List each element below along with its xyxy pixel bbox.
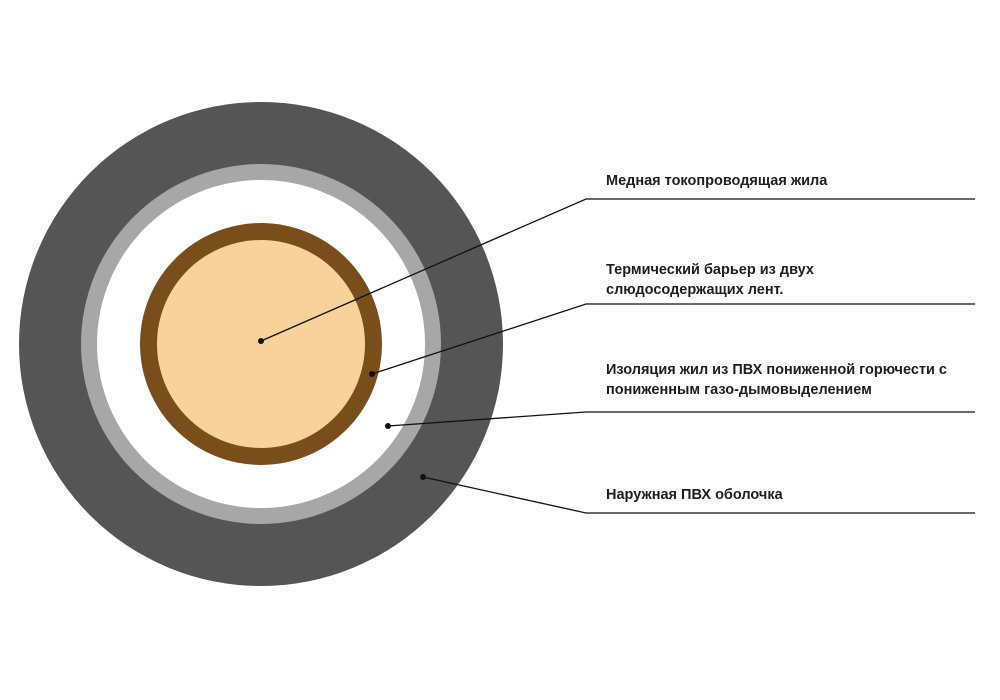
label-thermal-barrier: Термический барьер из двух слюдосодержащ… <box>606 260 814 300</box>
leader-line-thermal-barrier <box>369 303 975 377</box>
label-thermal-barrier-line2: слюдосодержащих лент. <box>606 282 784 298</box>
label-insulation-line1: Изоляция жил из ПВХ пониженной горючести… <box>606 362 947 378</box>
label-copper-core: Медная токопроводящая жила <box>606 171 827 191</box>
label-thermal-barrier-line1: Термический барьер из двух <box>606 262 814 278</box>
leader-line-copper-core <box>258 198 975 344</box>
leader-line-insulation <box>385 411 975 429</box>
label-outer-sheath-text: Наружная ПВХ оболочка <box>606 487 783 503</box>
label-insulation-line2: пониженным газо-дымовыделением <box>606 382 872 398</box>
label-insulation: Изоляция жил из ПВХ пониженной горючести… <box>606 360 947 400</box>
leader-line-outer-sheath <box>420 474 975 514</box>
label-copper-core-text: Медная токопроводящая жила <box>606 173 828 189</box>
label-outer-sheath: Наружная ПВХ оболочка <box>606 485 783 505</box>
